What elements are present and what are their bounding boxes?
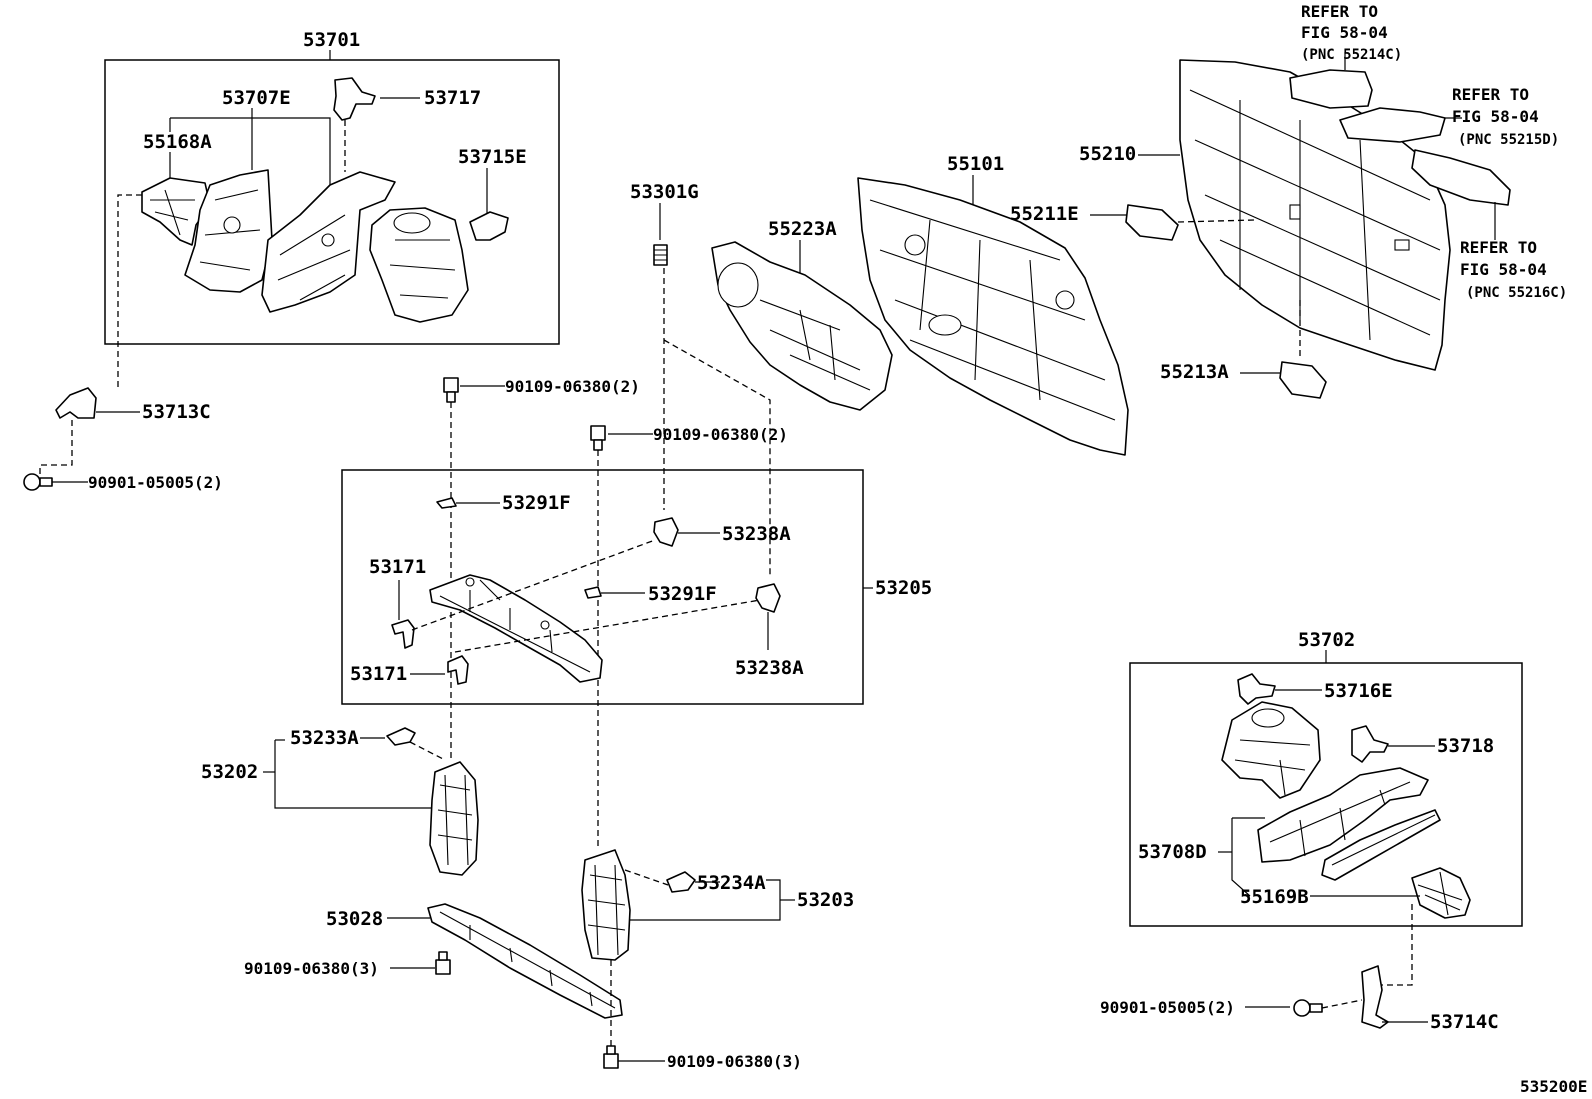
part-strut-tower-right[interactable] — [1221, 701, 1321, 799]
label-53707e[interactable]: 53707E — [222, 87, 291, 109]
bolt-90109-b[interactable] — [590, 425, 606, 451]
label-53238a-a[interactable]: 53238A — [722, 523, 791, 545]
ref1-line3: (PNC 55214C) — [1301, 47, 1402, 63]
label-53203[interactable]: 53203 — [797, 889, 854, 911]
bolt-90901-right[interactable] — [1293, 999, 1323, 1017]
label-90109-b[interactable]: 90109-06380(2) — [653, 425, 788, 444]
reference-note-1: REFER TO FIG 58-04 (PNC 55214C) — [1301, 2, 1402, 63]
label-55223a[interactable]: 55223A — [768, 218, 837, 240]
ref-part-55215d[interactable] — [1339, 107, 1446, 143]
label-53238a-b[interactable]: 53238A — [735, 657, 804, 679]
part-53203[interactable] — [581, 849, 631, 961]
group-box-53205 — [341, 469, 864, 705]
label-53202[interactable]: 53202 — [201, 761, 258, 783]
label-55101[interactable]: 55101 — [947, 153, 1004, 175]
label-53233a[interactable]: 53233A — [290, 727, 359, 749]
ref2-line2: FIG 58-04 — [1452, 107, 1539, 126]
bolt-90109-d[interactable] — [603, 1045, 619, 1069]
part-53291f-b[interactable] — [584, 586, 602, 599]
part-53202[interactable] — [429, 761, 479, 876]
ref2-line3: (PNC 55215D) — [1458, 132, 1559, 148]
label-53291f-b[interactable]: 53291F — [648, 583, 717, 605]
ref3-line3: (PNC 55216C) — [1466, 285, 1567, 301]
part-53707e-inner[interactable] — [184, 169, 273, 293]
part-55211e[interactable] — [1125, 204, 1179, 241]
label-90109-c[interactable]: 90109-06380(3) — [244, 959, 379, 978]
part-53717[interactable] — [333, 77, 376, 121]
label-55211e[interactable]: 55211E — [1010, 203, 1079, 225]
label-53171-a[interactable]: 53171 — [369, 556, 426, 578]
reference-note-3: REFER TO FIG 58-04 (PNC 55216C) — [1460, 238, 1567, 301]
part-53708d[interactable] — [1257, 767, 1429, 863]
part-53291f-a[interactable] — [436, 497, 457, 509]
part-55210[interactable] — [1179, 59, 1451, 371]
part-55213a[interactable] — [1279, 361, 1327, 399]
ref1-line2: FIG 58-04 — [1301, 23, 1388, 42]
bolt-90109-a[interactable] — [443, 377, 459, 403]
group-box-53701 — [104, 59, 560, 345]
part-53713c[interactable] — [55, 387, 97, 419]
part-53714c[interactable] — [1361, 965, 1389, 1029]
part-53205-crossmember[interactable] — [429, 574, 603, 683]
ref-part-55214c[interactable] — [1289, 69, 1373, 109]
ref-part-55216c[interactable] — [1411, 149, 1511, 206]
label-55210[interactable]: 55210 — [1079, 143, 1136, 165]
ref2-line1: REFER TO — [1452, 85, 1529, 104]
part-55169b-rail[interactable] — [1321, 809, 1441, 881]
part-53707e-outer[interactable] — [261, 171, 396, 313]
label-55168a[interactable]: 55168A — [143, 131, 212, 153]
label-53171-b[interactable]: 53171 — [350, 663, 407, 685]
bolt-90109-c[interactable] — [435, 951, 451, 975]
part-53238a-b[interactable] — [755, 583, 781, 613]
label-53205[interactable]: 53205 — [875, 577, 932, 599]
label-53715e[interactable]: 53715E — [458, 146, 527, 168]
part-55101[interactable] — [857, 177, 1129, 456]
label-53234a[interactable]: 53234A — [697, 872, 766, 894]
part-strut-tower-53715e-left[interactable] — [369, 207, 469, 323]
label-53716e[interactable]: 53716E — [1324, 680, 1393, 702]
label-53301g[interactable]: 53301G — [630, 181, 699, 203]
label-53717[interactable]: 53717 — [424, 87, 481, 109]
part-53028[interactable] — [427, 903, 623, 1019]
reference-note-2: REFER TO FIG 58-04 (PNC 55215D) — [1452, 85, 1559, 148]
label-90901-right[interactable]: 90901-05005(2) — [1100, 998, 1235, 1017]
label-90901-left[interactable]: 90901-05005(2) — [88, 473, 223, 492]
ref3-line1: REFER TO — [1460, 238, 1537, 257]
part-53171-a[interactable] — [391, 619, 415, 649]
part-53716e[interactable] — [1237, 673, 1276, 705]
part-55169b[interactable] — [1411, 867, 1471, 919]
label-53714c[interactable]: 53714C — [1430, 1011, 1499, 1033]
label-53708d[interactable]: 53708D — [1138, 841, 1207, 863]
ref1-line1: REFER TO — [1301, 2, 1378, 21]
part-53718[interactable] — [1351, 725, 1389, 763]
label-90109-a[interactable]: 90109-06380(2) — [505, 377, 640, 396]
label-55169b[interactable]: 55169B — [1240, 886, 1309, 908]
ref3-line2: FIG 58-04 — [1460, 260, 1547, 279]
label-53702[interactable]: 53702 — [1298, 629, 1355, 651]
diagram-id: 535200E — [1520, 1077, 1587, 1096]
label-90109-d[interactable]: 90109-06380(3) — [667, 1052, 802, 1071]
part-53301g[interactable] — [653, 244, 668, 266]
bolt-90901-left[interactable] — [23, 473, 53, 491]
label-53701[interactable]: 53701 — [303, 29, 360, 51]
part-53233a[interactable] — [386, 727, 416, 746]
label-53028[interactable]: 53028 — [326, 908, 383, 930]
part-53238a-a[interactable] — [653, 517, 679, 547]
part-53234a[interactable] — [666, 871, 696, 893]
label-53713c[interactable]: 53713C — [142, 401, 211, 423]
label-53718[interactable]: 53718 — [1437, 735, 1494, 757]
part-53715e[interactable] — [469, 211, 509, 241]
part-53171-b[interactable] — [447, 655, 469, 685]
label-53291f-a[interactable]: 53291F — [502, 492, 571, 514]
part-55223a[interactable] — [711, 241, 893, 411]
label-55213a[interactable]: 55213A — [1160, 361, 1229, 383]
part-55168a[interactable] — [141, 177, 211, 246]
